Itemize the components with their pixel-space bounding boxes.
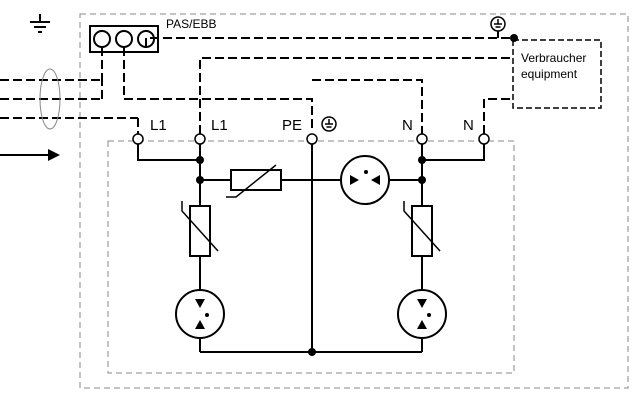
spark-gap-icon-right: [397, 289, 447, 339]
junction-top-right: [510, 34, 518, 42]
protective-earth-icon-top: [490, 16, 506, 32]
label-l1-out: L1: [211, 117, 228, 134]
outer-enclosure: [79, 13, 629, 389]
terminal-n-out: [478, 133, 490, 145]
pas-ebb-label: PAS/EBB: [166, 17, 216, 31]
consumer-box: [512, 39, 602, 109]
consumer-label-line1: Verbraucher: [521, 51, 586, 65]
spark-gap-icon-left: [175, 289, 225, 339]
pas-terminal-1: [93, 30, 111, 48]
terminal-pe: [306, 133, 318, 145]
ground-icon: [30, 14, 50, 33]
n-in-wire: [0, 80, 102, 99]
terminal-l1-out: [194, 133, 206, 145]
junction-pe-bottom: [308, 348, 316, 356]
pas-wire-2: [123, 47, 313, 130]
protective-earth-icon-pe: [321, 116, 337, 132]
incoming-cables: [0, 68, 138, 130]
consumer-label-line2: equipment: [521, 67, 578, 81]
n-bridge: [421, 144, 485, 161]
label-n-out: N: [463, 117, 474, 134]
varistor-icon-right: [403, 201, 441, 257]
n-out-wire: [483, 98, 514, 134]
pas-wire-3: [145, 37, 514, 47]
varistor-icon-left: [181, 201, 219, 257]
terminal-l1-in: [132, 133, 144, 145]
label-l1-in: L1: [150, 117, 167, 134]
pas-terminal-2: [115, 30, 133, 48]
n-feed-wire: [312, 79, 423, 134]
label-pe: PE: [282, 117, 302, 134]
arrow-icon: [0, 149, 60, 161]
varistor-icon-series: [226, 164, 282, 198]
label-n-in: N: [402, 117, 413, 134]
terminal-n-in: [416, 133, 428, 145]
spark-gap-icon-center: [340, 155, 390, 205]
l1-bridge: [137, 144, 201, 161]
